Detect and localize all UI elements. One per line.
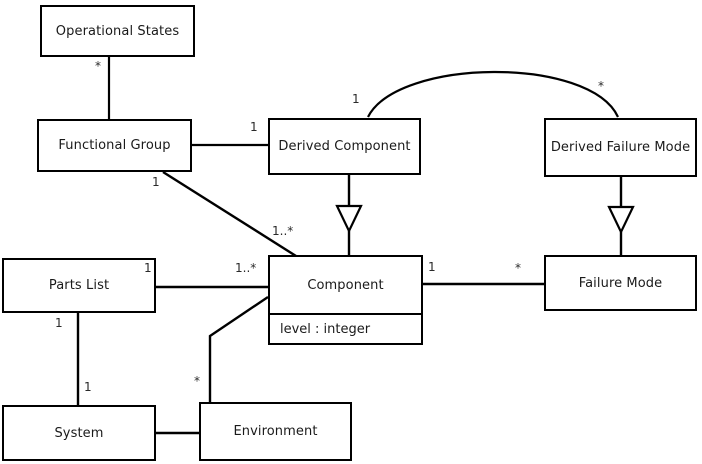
class-box-functional-group[interactable]: Functional Group: [37, 119, 192, 172]
multiplicity-derived-component-left: 1: [250, 120, 258, 134]
class-name-functional-group: Functional Group: [58, 138, 171, 153]
generalization-triangle-failure-mode: [607, 205, 635, 235]
class-box-system[interactable]: System: [2, 405, 156, 461]
class-box-failure-mode[interactable]: Failure Mode: [544, 255, 697, 311]
class-name-parts-list: Parts List: [48, 278, 110, 293]
multiplicity-operational-states: *: [95, 59, 101, 73]
class-name-system: System: [54, 425, 104, 441]
edge-environment-component: [208, 296, 269, 402]
multiplicity-component-parts-list: 1..*: [235, 261, 257, 275]
class-name-failure-mode: Failure Mode: [578, 275, 663, 291]
class-box-operational-states[interactable]: Operational States: [40, 5, 195, 57]
class-box-parts-list[interactable]: Parts List: [2, 258, 156, 313]
class-box-derived-component[interactable]: Derived Component: [268, 118, 421, 175]
class-box-component[interactable]: Component level : integer: [268, 255, 423, 345]
multiplicity-parts-list-right: 1: [144, 261, 152, 275]
multiplicity-component-failure-mode: 1: [428, 260, 436, 274]
multiplicity-derived-failure-mode-arc: *: [598, 79, 604, 93]
multiplicity-failure-mode-component: *: [515, 261, 521, 275]
generalization-triangle-component: [335, 204, 363, 234]
class-box-derived-failure-mode[interactable]: Derived Failure Mode: [544, 118, 697, 177]
class-attribute-component-level: level : integer: [270, 313, 421, 343]
multiplicity-parts-list-system: 1: [55, 316, 63, 330]
multiplicity-derived-component-arc: 1: [352, 92, 360, 106]
multiplicity-system-parts-list: 1: [84, 380, 92, 394]
multiplicity-functional-group-component: 1: [152, 175, 160, 189]
edge-derived-component-derived-failure-mode: [367, 70, 619, 118]
class-name-derived-failure-mode: Derived Failure Mode: [550, 140, 691, 155]
multiplicity-component-functional-group: 1..*: [272, 224, 294, 238]
class-name-environment: Environment: [233, 424, 318, 439]
class-name-component: Component: [307, 277, 384, 293]
multiplicity-environment-component: *: [194, 374, 200, 388]
class-box-environment[interactable]: Environment: [199, 402, 352, 461]
class-name-derived-component: Derived Component: [278, 139, 411, 154]
class-name-operational-states: Operational States: [55, 23, 180, 39]
edge-functional-group-component: [162, 170, 297, 258]
